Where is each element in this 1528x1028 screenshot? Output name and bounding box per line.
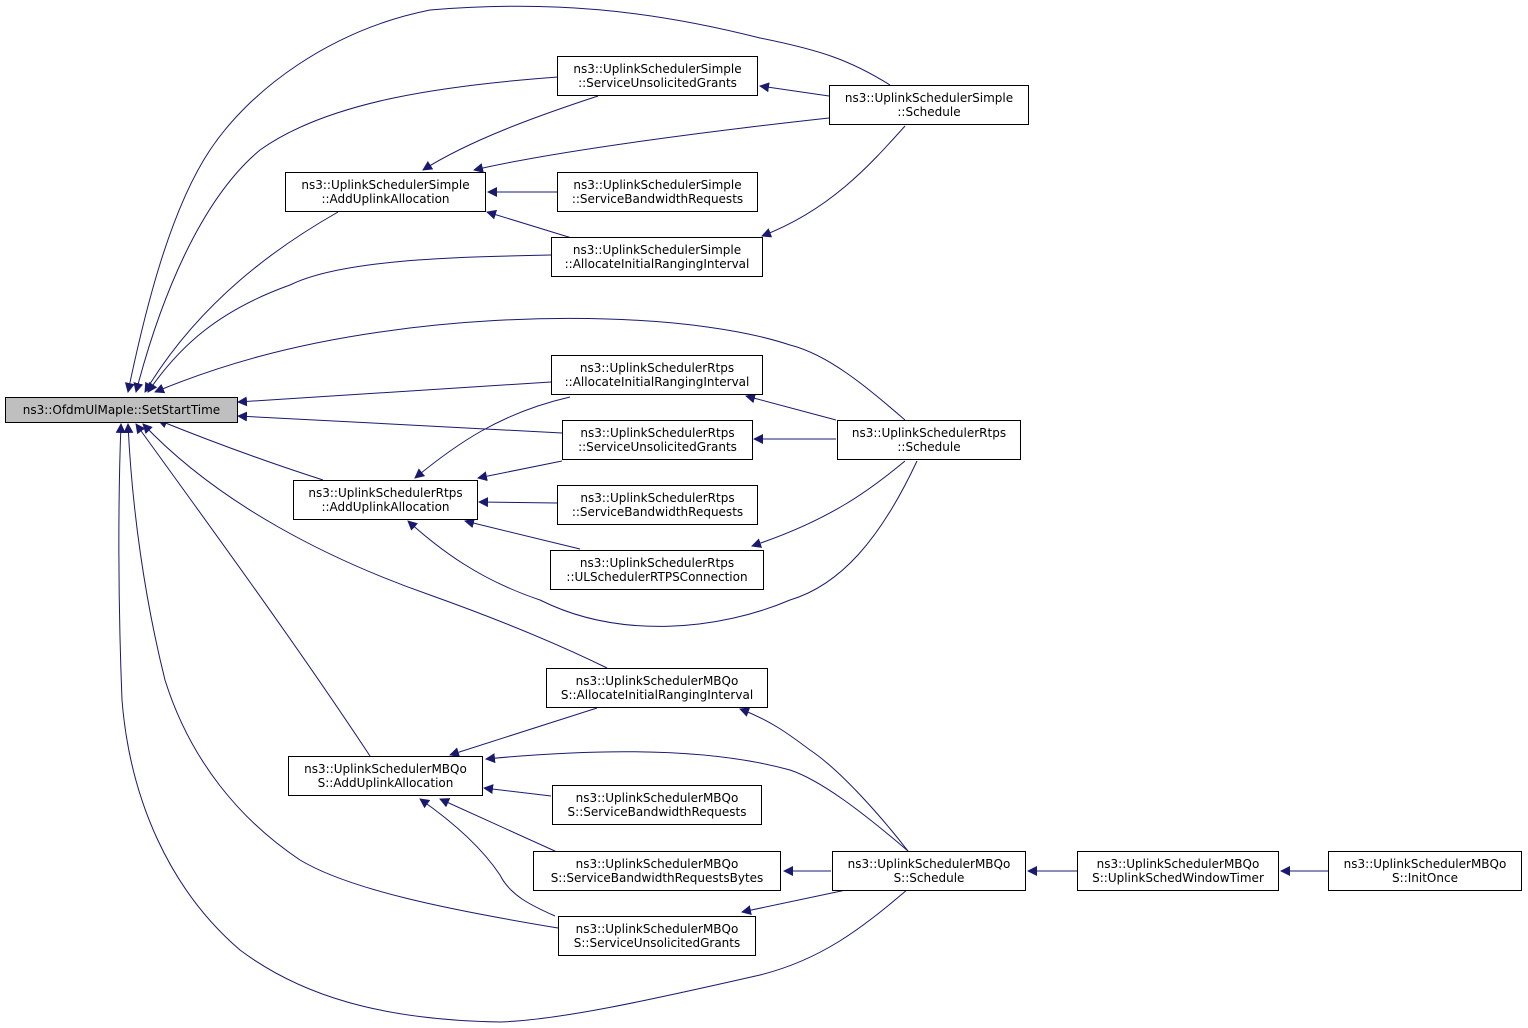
node-label-line1: ns3::UplinkSchedulerRtps [580, 426, 735, 440]
node-rtps-service-unsolicited-grants[interactable]: ns3::UplinkSchedulerRtps ::ServiceUnsoli… [562, 420, 753, 460]
node-label-line2: ::AllocateInitialRangingInterval [564, 257, 750, 271]
node-label-line1: ns3::OfdmUlMapIe::SetStartTime [22, 403, 221, 417]
edge-s-sched-to-s-sug [759, 82, 830, 97]
node-label-line1: ns3::UplinkSchedulerMBQo [304, 762, 467, 776]
edge-m-sched-to-m-sug [741, 889, 847, 916]
node-label-line1: ns3::UplinkSchedulerMBQo [1096, 857, 1260, 871]
edge-r-airi-to-root [237, 381, 552, 407]
node-label-line2: S::ServiceUnsolicitedGrants [573, 936, 741, 950]
node-label-line1: ns3::UplinkSchedulerRtps [580, 491, 735, 505]
edge-r-sched-to-root [154, 317, 906, 421]
edge-s-airi-to-root [147, 254, 552, 393]
node-label-line2: ::AddUplinkAllocation [321, 500, 450, 514]
node-label-line2: ::ULSchedulerRTPSConnection [566, 570, 748, 584]
node-mbqos-service-bandwidth-requests[interactable]: ns3::UplinkSchedulerMBQo S::ServiceBandw… [552, 785, 762, 825]
node-label-line2: S::InitOnce [1392, 871, 1458, 885]
node-mbqos-schedule[interactable]: ns3::UplinkSchedulerMBQo S::Schedule [832, 851, 1026, 891]
node-label-line2: ::ServiceUnsolicitedGrants [578, 440, 737, 454]
edge-s-sched-to-s-airi [761, 125, 906, 238]
edge-m-sug-to-m-aua [419, 798, 556, 917]
edge-m-sched-to-root [115, 423, 909, 1023]
node-rtps-ul-scheduler-rtps-connection[interactable]: ns3::UplinkSchedulerRtps ::ULSchedulerRT… [550, 550, 764, 590]
node-label-line1: ns3::UplinkSchedulerMBQo [575, 922, 739, 936]
edge-m-aua-to-root [135, 423, 371, 757]
node-label-line1: ns3::UplinkSchedulerMBQo [575, 674, 739, 688]
edge-r-sched-to-r-ulc [751, 460, 906, 548]
node-label-line2: S::ServiceBandwidthRequests [567, 805, 747, 819]
node-label-line2: S::AddUplinkAllocation [317, 776, 454, 790]
edge-m-sched-to-m-airi [739, 707, 909, 852]
node-mbqos-add-uplink-allocation[interactable]: ns3::UplinkSchedulerMBQo S::AddUplinkAll… [288, 756, 483, 796]
edge-r-sched-to-r-airi [745, 393, 837, 421]
edge-r-aua-to-root [157, 418, 324, 481]
edge-m-airi-to-root [142, 423, 608, 669]
node-label-line2: ::Schedule [897, 105, 961, 119]
node-label-line2: S::Schedule [893, 871, 965, 885]
edge-r-airi-to-r-aua [414, 396, 571, 479]
node-rtps-allocate-initial-ranging-interval[interactable]: ns3::UplinkSchedulerRtps ::AllocateIniti… [551, 355, 763, 395]
node-label-line1: ns3::UplinkSchedulerMBQo [575, 791, 739, 805]
node-simple-schedule[interactable]: ns3::UplinkSchedulerSimple ::Schedule [829, 85, 1029, 125]
node-simple-allocate-initial-ranging-interval[interactable]: ns3::UplinkSchedulerSimple ::AllocateIni… [551, 237, 763, 277]
node-rtps-service-bandwidth-requests[interactable]: ns3::UplinkSchedulerRtps ::ServiceBandwi… [557, 485, 758, 525]
node-label-line2: ::ServiceBandwidthRequests [571, 192, 744, 206]
edge-r-ulc-to-r-aua [464, 518, 581, 550]
node-label-line1: ns3::UplinkSchedulerMBQo [1343, 857, 1507, 871]
edge-s-sug-to-s-aua [422, 95, 599, 171]
node-mbqos-init-once[interactable]: ns3::UplinkSchedulerMBQo S::InitOnce [1328, 851, 1522, 891]
edge-s-airi-to-s-aua [486, 209, 576, 240]
node-simple-service-bandwidth-requests[interactable]: ns3::UplinkSchedulerSimple ::ServiceBand… [557, 172, 758, 212]
node-label-line2: ::AddUplinkAllocation [321, 192, 450, 206]
node-label-line1: ns3::UplinkSchedulerMBQo [847, 857, 1011, 871]
edge-s-sug-to-root [133, 76, 559, 393]
node-label-line1: ns3::UplinkSchedulerSimple [572, 243, 742, 257]
node-ofdm-ul-map-ie-set-start-time: ns3::OfdmUlMapIe::SetStartTime [5, 397, 238, 423]
node-label-line2: S::AllocateInitialRangingInterval [560, 688, 754, 702]
node-label-line1: ns3::UplinkSchedulerSimple [844, 91, 1014, 105]
node-rtps-add-uplink-allocation[interactable]: ns3::UplinkSchedulerRtps ::AddUplinkAllo… [293, 480, 478, 520]
node-label-line1: ns3::UplinkSchedulerRtps [308, 486, 463, 500]
node-mbqos-uplink-sched-window-timer[interactable]: ns3::UplinkSchedulerMBQo S::UplinkSchedW… [1077, 851, 1279, 891]
node-mbqos-service-unsolicited-grants[interactable]: ns3::UplinkSchedulerMBQo S::ServiceUnsol… [558, 916, 756, 956]
edge-s-aua-to-root [144, 211, 339, 393]
node-mbqos-service-bandwidth-requests-bytes[interactable]: ns3::UplinkSchedulerMBQo S::ServiceBandw… [533, 851, 781, 891]
node-simple-add-uplink-allocation[interactable]: ns3::UplinkSchedulerSimple ::AddUplinkAl… [285, 172, 486, 212]
node-label-line1: ns3::UplinkSchedulerRtps [579, 556, 735, 570]
node-label-line2: S::UplinkSchedWindowTimer [1092, 871, 1264, 885]
edge-s-sched-to-root [124, 5, 891, 393]
node-label-line1: ns3::UplinkSchedulerMBQo [575, 857, 739, 871]
node-label-line1: ns3::UplinkSchedulerRtps [579, 361, 735, 375]
edge-m-sug-to-root [123, 423, 559, 929]
edge-r-sug-to-root [237, 411, 563, 434]
node-label-line2: ::Schedule [897, 440, 961, 454]
node-label-line1: ns3::UplinkSchedulerRtps [851, 426, 1007, 440]
edge-m-sbrb-to-m-aua [439, 798, 558, 853]
edge-m-sbr-to-m-aua [483, 784, 552, 797]
edge-r-sbr-to-r-aua [478, 497, 558, 508]
node-mbqos-allocate-initial-ranging-interval[interactable]: ns3::UplinkSchedulerMBQo S::AllocateInit… [546, 668, 768, 708]
node-label-line2: ::ServiceBandwidthRequests [571, 505, 744, 519]
edge-r-sched-to-r-aua [407, 460, 918, 627]
edge-s-sched-to-s-aua [473, 117, 830, 173]
node-label-line1: ns3::UplinkSchedulerSimple [573, 62, 742, 76]
node-label-line1: ns3::UplinkSchedulerSimple [573, 178, 742, 192]
edge-r-sug-to-r-aua [477, 460, 563, 482]
node-label-line1: ns3::UplinkSchedulerSimple [301, 178, 470, 192]
edge-m-airi-to-m-aua [449, 707, 598, 758]
edge-m-sched-to-m-aua [485, 751, 909, 852]
node-label-line2: S::ServiceBandwidthRequestsBytes [550, 871, 764, 885]
node-simple-service-unsolicited-grants[interactable]: ns3::UplinkSchedulerSimple ::ServiceUnso… [557, 56, 758, 96]
node-label-line2: ::ServiceUnsolicitedGrants [578, 76, 737, 90]
node-label-line2: ::AllocateInitialRangingInterval [564, 375, 750, 389]
node-rtps-schedule[interactable]: ns3::UplinkSchedulerRtps ::Schedule [837, 420, 1021, 460]
